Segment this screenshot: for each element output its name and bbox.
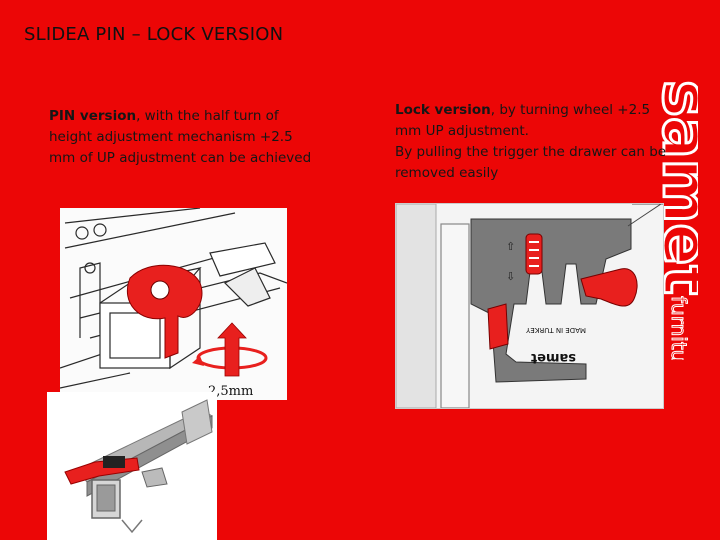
pin-version-description: , with the half turn of height adjustmen… <box>49 108 312 166</box>
svg-text:⇧: ⇧ <box>506 240 515 253</box>
pin-product-image <box>47 392 217 540</box>
pin-version-text: PIN version, with the half turn of heigh… <box>49 106 319 169</box>
lock-version-text: Lock version, by turning wheel +2.5 mm U… <box>395 100 670 184</box>
lock-version-line1: , by turning wheel +2.5 mm UP adjustment… <box>395 102 651 139</box>
slide-title: SLIDEA PIN – LOCK VERSION <box>24 24 284 45</box>
samet-logo: samet furniture <box>586 60 699 361</box>
pin-version-label: PIN version <box>49 108 137 124</box>
lock-version-line2: By pulling the trigger the drawer can be… <box>395 144 667 181</box>
pin-mechanism-image: 2,5mm <box>60 208 287 400</box>
adjustment-label: 2,5mm <box>208 384 253 399</box>
made-in-turkey-label: MADE IN TURKEY <box>525 326 586 334</box>
svg-text:⇩: ⇩ <box>506 270 515 283</box>
logo-tagline: furniture <box>667 296 691 360</box>
lock-mechanism-image: ⇧ ⇩ MADE IN TURKEY samet <box>395 203 664 409</box>
part-brand-label: samet <box>531 350 576 365</box>
lock-version-label: Lock version <box>395 102 491 118</box>
